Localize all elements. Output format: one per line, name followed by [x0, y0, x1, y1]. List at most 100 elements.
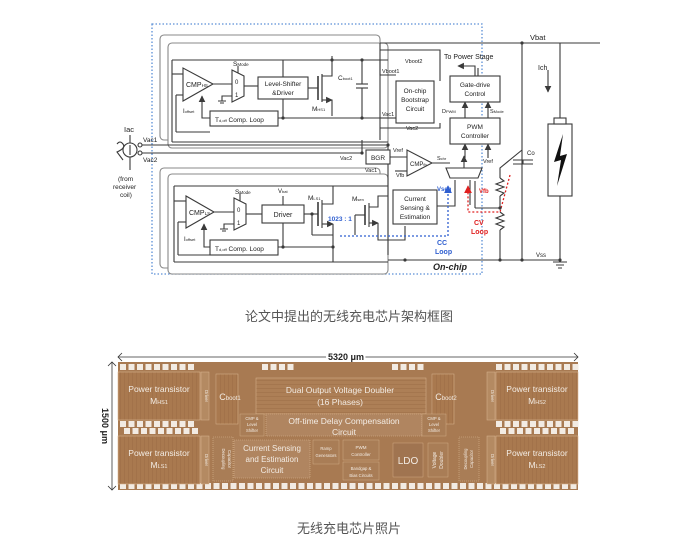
bond-pad: [120, 483, 126, 489]
bootstrap-line-1: On-chip: [404, 88, 427, 95]
source-note-3: coil): [120, 192, 132, 199]
feedback-resistor-top: [494, 177, 506, 197]
svg-text:CMPfb: CMPfb: [410, 162, 427, 168]
decoupling-right-1: Decoupling: [463, 448, 468, 470]
ioffset-ls: I: [184, 237, 186, 243]
bond-pad: [290, 483, 296, 489]
bond-pad: [256, 483, 262, 489]
bond-pad: [141, 428, 147, 434]
figure-caption-architecture: 论文中提出的无线充电芯片架构框图: [244, 310, 453, 325]
svg-text:SMode: SMode: [235, 189, 251, 196]
vboot1-label: Vboot1: [382, 69, 399, 75]
bond-pad: [171, 483, 177, 489]
bond-pad: [513, 421, 519, 427]
level-shifter-label-2: &Driver: [272, 90, 295, 97]
bond-pad: [513, 364, 519, 370]
on-chip-label: On-chip: [433, 262, 467, 272]
battery: [547, 123, 573, 197]
schr-sub: chr: [441, 156, 447, 161]
mux-ls: [233, 197, 247, 231]
bond-pad: [547, 421, 553, 427]
width-dimension-label: 5320 μm: [328, 352, 364, 362]
cboot1-chip-sub: boot1: [226, 396, 242, 402]
cboot1-sub: boot1: [343, 76, 354, 81]
voltage-doubler-label-2: Doubler: [439, 451, 445, 469]
svg-text:MLS1: MLS1: [308, 195, 321, 202]
driver-label-hs2: Driver: [490, 390, 495, 403]
pt-hs2-block: [495, 371, 579, 421]
cc-loop-label-2: Loop: [435, 249, 452, 256]
vsen-label: Vsen: [437, 187, 452, 193]
driver-label-hs1: Driver: [204, 390, 209, 403]
chip-die-photo: 5320 μm 1500 μm Power transistor MHS1 Po…: [100, 350, 579, 491]
bond-pad: [188, 364, 194, 370]
pwm-chip-label-2: Controller: [351, 452, 371, 457]
cboot2-chip-sub: boot2: [442, 396, 458, 402]
bond-pad: [468, 483, 475, 489]
ldo-label: LDO: [398, 456, 419, 467]
bond-pad: [349, 483, 356, 489]
gate-drive-line-2: Control: [465, 91, 487, 98]
co-label: Co: [527, 151, 535, 157]
cmp-level-right-2: Level: [429, 422, 439, 427]
bond-pad: [496, 364, 502, 370]
cmp-fb-sub: fb: [423, 162, 427, 167]
mhs1-label: M: [312, 106, 317, 113]
bond-pad: [443, 483, 449, 489]
bond-pad: [417, 364, 424, 370]
vac1-bus-label: Vac1: [365, 168, 377, 174]
pwm-line-1: PWM: [467, 124, 483, 131]
ioffset-hs: I: [183, 109, 185, 115]
svg-text:SMode: SMode: [233, 61, 249, 68]
svg-text:MHS1: MHS1: [150, 396, 168, 406]
toff-hs: T: [215, 117, 219, 124]
bond-pad: [528, 483, 534, 489]
smode-pwm-sub: Mode: [494, 109, 505, 114]
toff-hs-rest: Comp. Loop: [227, 117, 265, 124]
cc-loop-label-1: CC: [437, 240, 447, 247]
pt-ls2-label: Power transistor: [506, 448, 568, 458]
bond-pad: [521, 364, 528, 370]
pwm-line-2: Controller: [461, 133, 490, 140]
bandgap-label-1: Bandgap &: [351, 466, 372, 471]
bond-pad: [547, 364, 553, 370]
mls1-sub: LS1: [313, 196, 321, 201]
bond-pad: [315, 483, 322, 489]
cmp-level-right-3: Shifter: [428, 428, 441, 433]
bond-pad: [262, 364, 268, 370]
toff-ls-rest: Comp. Loop: [227, 246, 265, 253]
svg-text:CMPLS: CMPLS: [189, 210, 210, 217]
bootstrap-line-3: Circuit: [406, 106, 425, 113]
cmp-ls-label: CMP: [189, 210, 205, 217]
ioffset-ls-sub: offset: [186, 237, 197, 242]
driver-label-ls2: Driver: [490, 454, 495, 467]
pt-ls2-m: M: [529, 460, 536, 470]
bond-pads: [120, 364, 579, 489]
bond-pad: [128, 364, 135, 370]
bond-pad: [188, 421, 194, 427]
pt-ls1-sub: LS1: [158, 464, 168, 470]
vac2-bus-label: Vac2: [340, 156, 352, 162]
level-shifter-label-1: Level-Shifter: [265, 81, 302, 88]
battery-lightning-icon: [554, 134, 567, 186]
bond-pad: [120, 421, 126, 427]
bond-pad: [358, 483, 364, 489]
cboot1-label: C: [338, 75, 343, 82]
iac-label: Iac: [124, 125, 134, 134]
bond-pad: [145, 364, 152, 370]
bond-pad: [158, 428, 164, 434]
bond-pad: [264, 483, 271, 489]
cmp-ls-sub: LS: [205, 211, 211, 216]
bond-pad: [273, 483, 279, 489]
bandgap-label-2: Bias Circuits: [349, 473, 372, 478]
bond-pad: [166, 428, 173, 434]
bond-pad: [460, 483, 466, 489]
bond-pad: [179, 364, 186, 370]
svg-text:DPWM: DPWM: [442, 109, 456, 115]
bond-pad: [400, 364, 407, 370]
dpwm-sub: PWM: [446, 109, 456, 114]
bond-pad: [128, 483, 135, 489]
mls1-label: M: [308, 195, 313, 202]
vref-label: Vref: [393, 148, 403, 154]
bond-pad: [504, 421, 511, 427]
